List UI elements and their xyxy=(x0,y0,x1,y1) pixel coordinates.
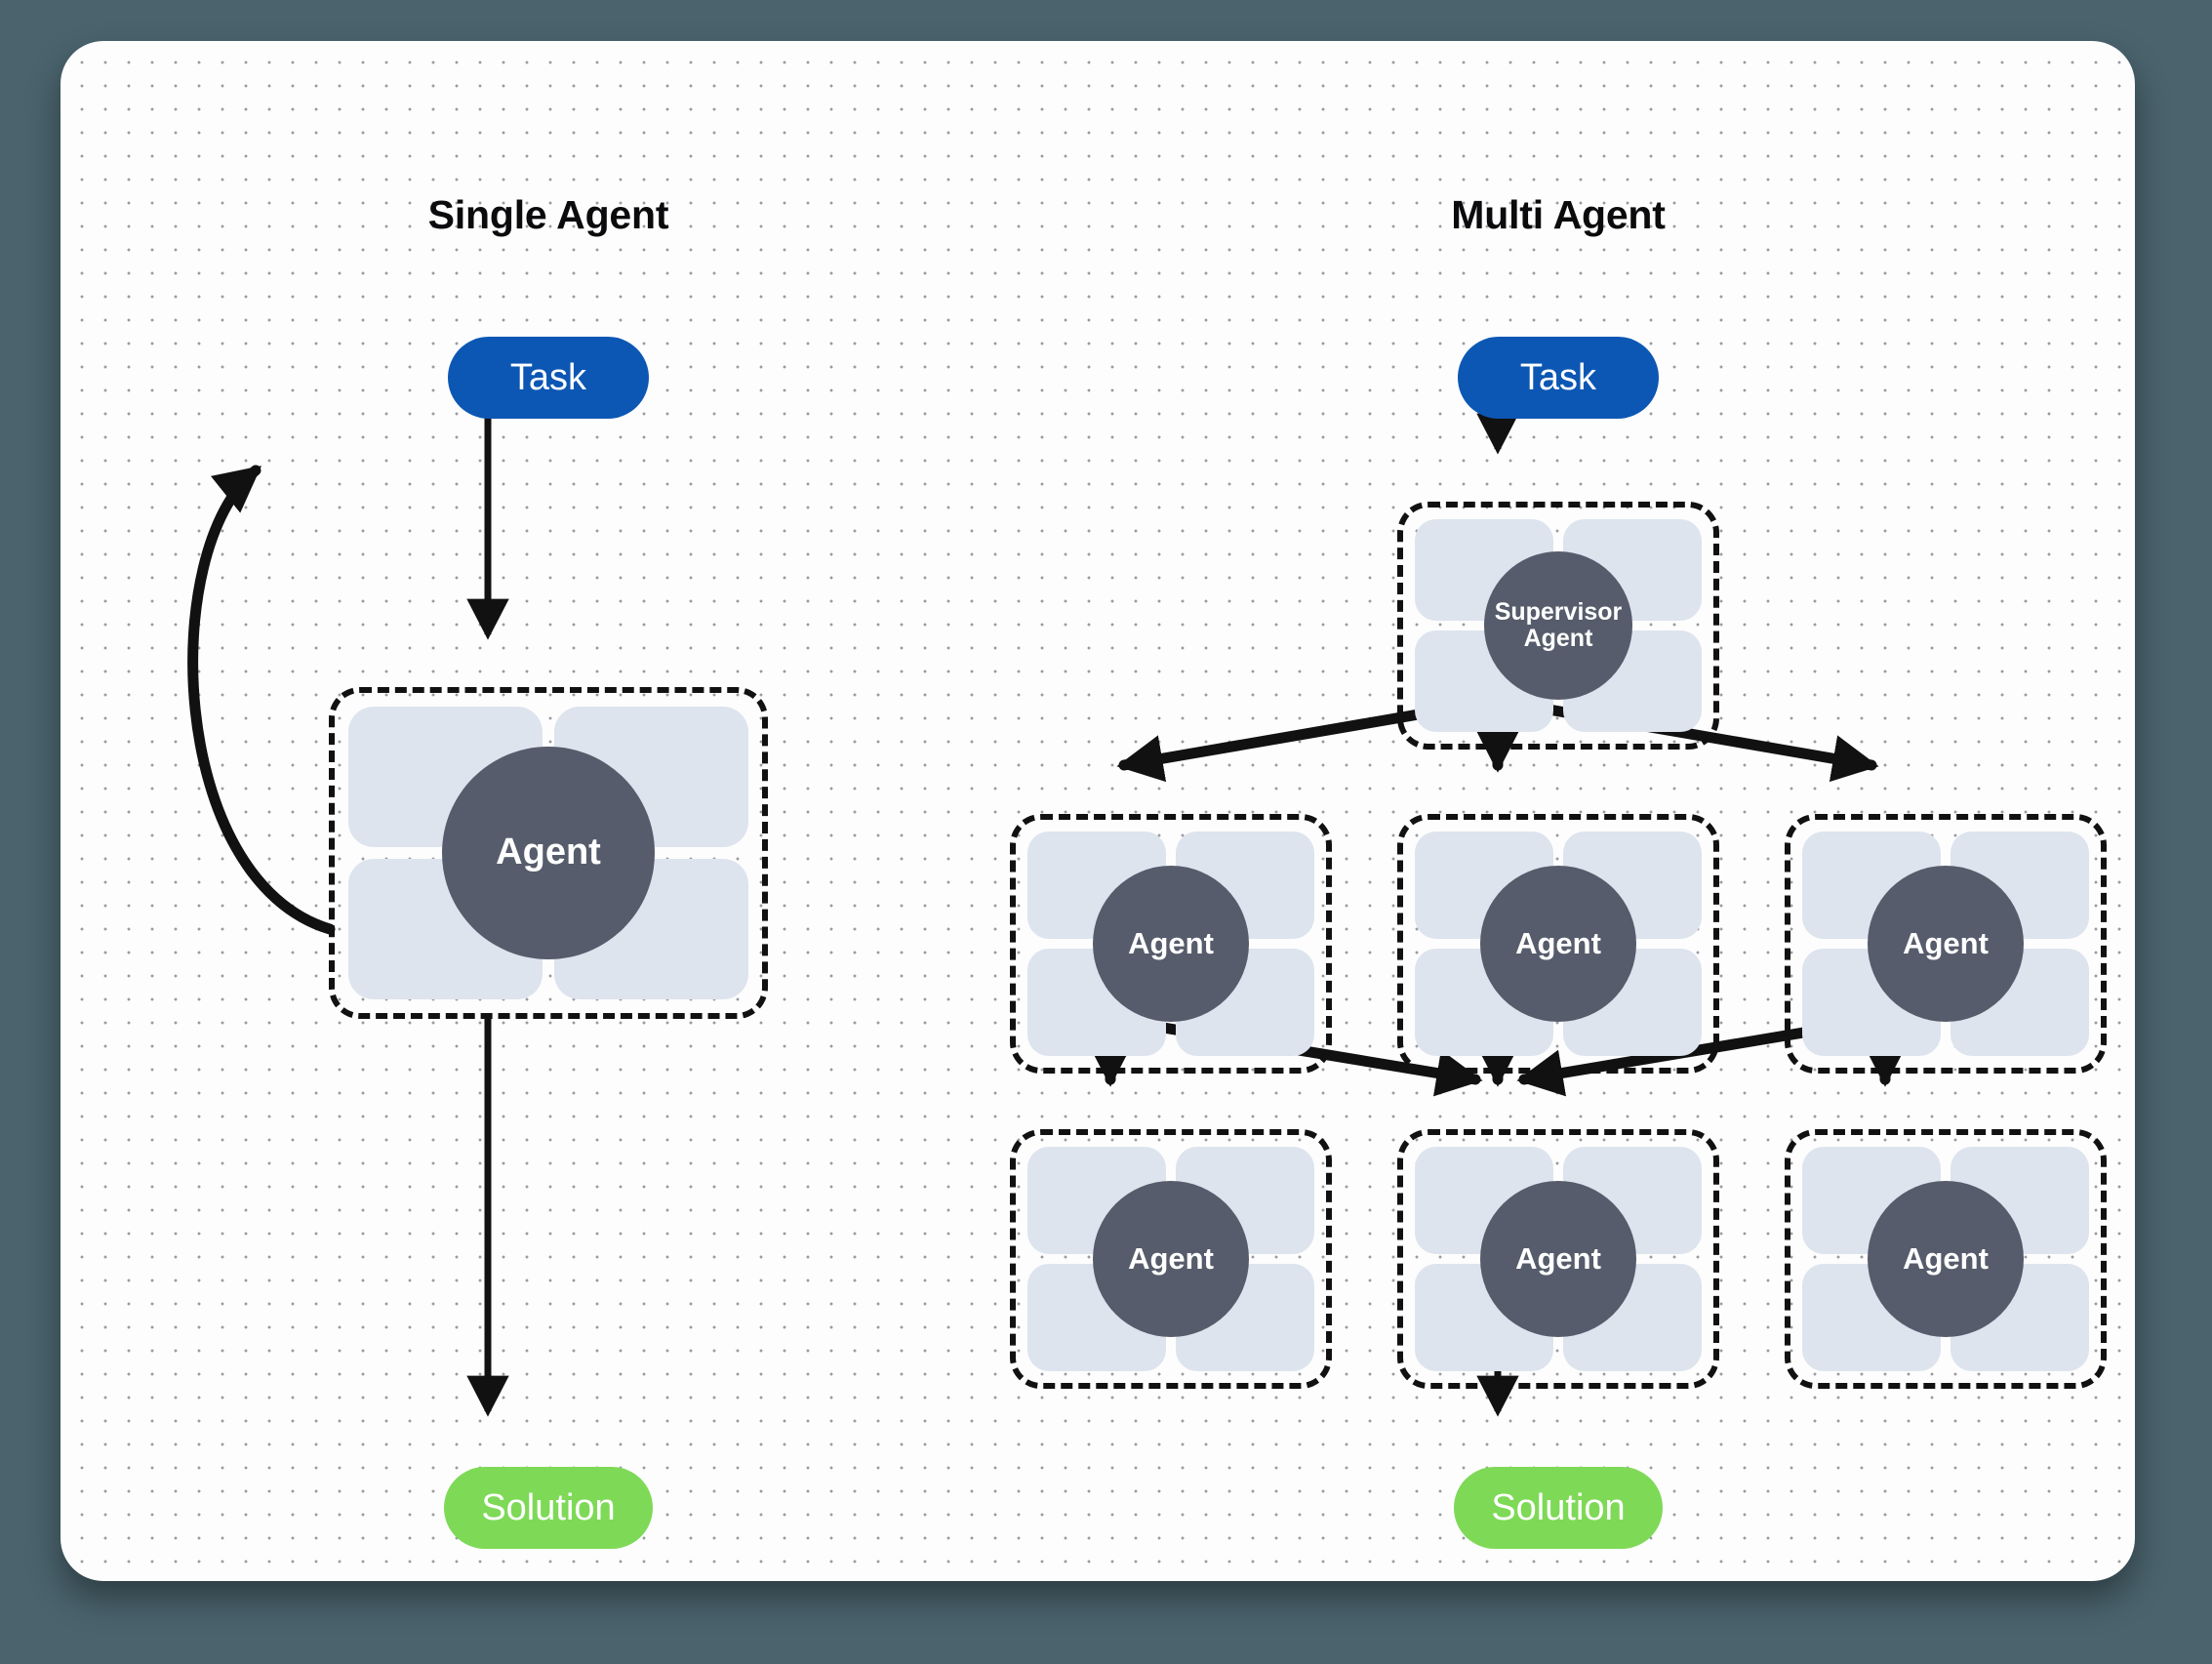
supervisor-label-line2: Agent xyxy=(1523,625,1593,652)
node-supervisor-agent[interactable]: Supervisor Agent xyxy=(1397,502,1719,750)
node-agent-row2-col2[interactable]: Agent xyxy=(1397,1129,1719,1389)
node-agent-row1-col2[interactable]: Agent xyxy=(1397,814,1719,1074)
diagram-card: Single Agent Multi Agent Task Agent Solu… xyxy=(60,41,2135,1581)
node-solution-single[interactable]: Solution xyxy=(444,1467,653,1549)
agent-core-label: Agent xyxy=(1868,1181,2024,1337)
agent-core-label: Agent xyxy=(442,747,655,959)
edge-agent-self-loop xyxy=(187,465,336,935)
node-solution-multi[interactable]: Solution xyxy=(1454,1467,1663,1549)
agent-core-label: Agent xyxy=(1480,1181,1636,1337)
node-agent-row1-col1[interactable]: Agent xyxy=(1010,814,1332,1074)
supervisor-core-label: Supervisor Agent xyxy=(1484,551,1632,700)
column-title-multi-agent: Multi Agent xyxy=(1451,192,1666,237)
node-agent-single[interactable]: Agent xyxy=(329,687,768,1019)
agent-core-label: Agent xyxy=(1093,1181,1249,1337)
node-agent-row1-col3[interactable]: Agent xyxy=(1785,814,2107,1074)
supervisor-label-line1: Supervisor xyxy=(1494,598,1623,626)
agent-core-label: Agent xyxy=(1093,866,1249,1022)
node-agent-row2-col1[interactable]: Agent xyxy=(1010,1129,1332,1389)
node-task-multi[interactable]: Task xyxy=(1458,337,1659,419)
agent-core-label: Agent xyxy=(1480,866,1636,1022)
node-agent-row2-col3[interactable]: Agent xyxy=(1785,1129,2107,1389)
node-task-single[interactable]: Task xyxy=(448,337,649,419)
column-title-single-agent: Single Agent xyxy=(427,192,669,237)
agent-core-label: Agent xyxy=(1868,866,2024,1022)
